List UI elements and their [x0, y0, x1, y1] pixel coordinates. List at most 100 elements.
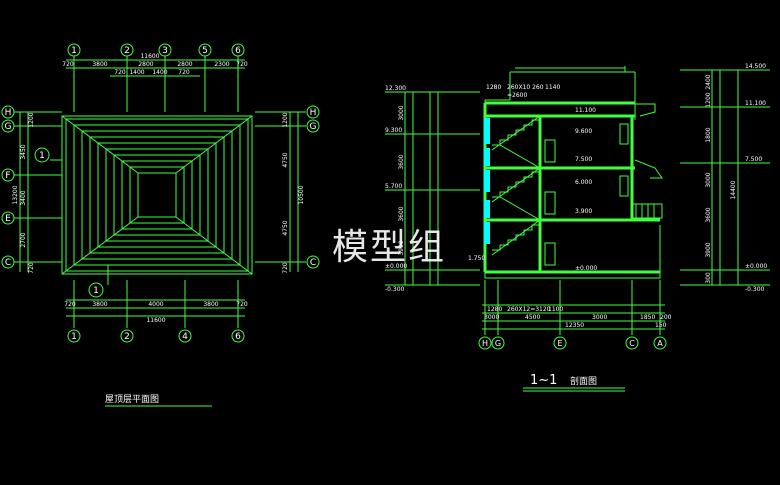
axis-label-bottom: 2: [124, 332, 130, 342]
dim-top-inner: 720: [114, 69, 126, 76]
dim-top: 2800: [177, 61, 192, 68]
axis-label-bottom: 1: [71, 332, 77, 342]
dim-right-col: 1800: [705, 127, 712, 142]
dim-top-inner: 1400: [129, 69, 144, 76]
dim-top-inner: 720: [178, 69, 190, 76]
section-axis-label: A: [657, 339, 663, 348]
axis-label-left: F: [5, 171, 10, 181]
dim-right: 1200: [282, 112, 289, 127]
dim-right-total: 14400: [730, 180, 737, 199]
elevation-left: 5.700: [385, 183, 402, 190]
axis-label-top: 5: [202, 46, 208, 56]
top-dim: 1140: [545, 84, 560, 91]
stair-column-marker: [484, 148, 490, 166]
dim-left: 3450: [20, 144, 27, 159]
dim-right: 720: [282, 262, 289, 274]
axis-label-left: C: [5, 258, 11, 268]
bottom-dim: 1100: [548, 306, 563, 313]
dim-right: 4750: [282, 152, 289, 167]
dim-top: 2300: [214, 61, 229, 68]
axis-label-top: 6: [235, 46, 241, 56]
dim-right-col: 1200: [705, 92, 712, 107]
section-title-main: 1~1: [530, 373, 557, 388]
axis-label-top: 1: [71, 46, 77, 56]
section-title-sub: 剖面图: [570, 375, 597, 387]
dim-top: 720: [62, 61, 74, 68]
dim-left: 2700: [20, 232, 27, 247]
axis-label-right: H: [310, 108, 317, 118]
section-mark-label: 1: [39, 151, 45, 161]
dim-top: 2800: [138, 61, 153, 68]
dim-bottom: 4000: [148, 301, 163, 308]
floor-level: ±0.000: [575, 265, 597, 272]
elevation-right: -0.300: [745, 286, 765, 293]
dim-left-col: 3600: [398, 154, 405, 169]
bottom-dim: 260X12=3120: [507, 306, 551, 313]
bottom-dim: 3000: [484, 314, 499, 321]
axis-label-bottom: 6: [235, 332, 241, 342]
elevation-right: 14.500: [745, 63, 766, 70]
dim-right-total: 10500: [298, 185, 305, 204]
section-axis-label: G: [495, 339, 501, 348]
stair-note: =2600: [507, 92, 527, 99]
dim-bottom: 720: [236, 301, 248, 308]
dim-right: 4750: [282, 220, 289, 235]
bottom-dim: 3000: [592, 314, 607, 321]
bottom-dim: 200: [660, 314, 672, 321]
top-dim: 1280: [486, 84, 501, 91]
axis-label-right: C: [310, 258, 316, 268]
axis-label-top: 2: [124, 46, 130, 56]
dim-top: 3800: [92, 61, 107, 68]
floor-level: 3.900: [575, 208, 592, 215]
axis-label-left: G: [5, 122, 12, 132]
stair-column-marker: [484, 222, 490, 244]
elevation-left: 12.300: [385, 85, 406, 92]
dim-left-col: 3600: [398, 206, 405, 221]
stair-top-label: 260X10 260: [507, 84, 544, 91]
bottom-dim: 1280: [487, 306, 502, 313]
elevation-left: 9.300: [385, 127, 402, 134]
dim-left: 720: [28, 262, 35, 274]
bottom-total: 12350: [565, 322, 584, 329]
dim-right-col: 3900: [705, 242, 712, 257]
floor-level: 7.500: [575, 156, 592, 163]
axis-label-left: E: [5, 214, 11, 224]
dim-left: 1200: [28, 112, 35, 127]
axis-label-bottom: 4: [182, 332, 188, 342]
stair-column-marker: [484, 170, 490, 192]
section-mark-label: 1: [93, 286, 99, 296]
dim-right-col: 3600: [705, 207, 712, 222]
elevation-left: -0.300: [385, 286, 405, 293]
dim-left-col: 3000: [398, 105, 405, 120]
bottom-dim: 1850: [640, 314, 655, 321]
left-small-level: 1.750: [468, 255, 485, 262]
bottom-small: 150: [655, 322, 667, 329]
bottom-dim: 4500: [525, 314, 540, 321]
stair-column-marker: [484, 200, 490, 218]
watermark: 模型组: [332, 227, 447, 268]
plan-title: 屋顶层平面图: [105, 394, 159, 405]
dim-bottom: 3800: [92, 301, 107, 308]
section-axis-label: H: [482, 339, 488, 348]
elevation-left: ±0.000: [385, 263, 407, 270]
section-axis-label: C: [629, 339, 635, 348]
elevation-right: ±0.000: [745, 263, 767, 270]
dim-left: 3400: [20, 190, 27, 205]
dim-top-inner: 1400: [152, 69, 167, 76]
axis-label-right: G: [310, 122, 317, 132]
section-axis-label: E: [557, 339, 562, 348]
dim-right-col: 2400: [705, 74, 712, 89]
dim-bottom: 3800: [203, 301, 218, 308]
dim-total-top: 11600: [140, 53, 159, 60]
dim-total-bottom: 11600: [146, 317, 165, 324]
stair-column-marker: [484, 118, 490, 144]
dim-left-total: 13200: [12, 185, 19, 204]
floor-level: 11.100: [575, 107, 596, 114]
dim-right-col: 300: [705, 272, 712, 284]
floor-level: 9.600: [575, 128, 592, 135]
axis-label-left: H: [5, 108, 12, 118]
dim-right-col: 3000: [705, 172, 712, 187]
axis-label-top: 3: [162, 46, 168, 56]
elevation-right: 7.500: [745, 156, 762, 163]
